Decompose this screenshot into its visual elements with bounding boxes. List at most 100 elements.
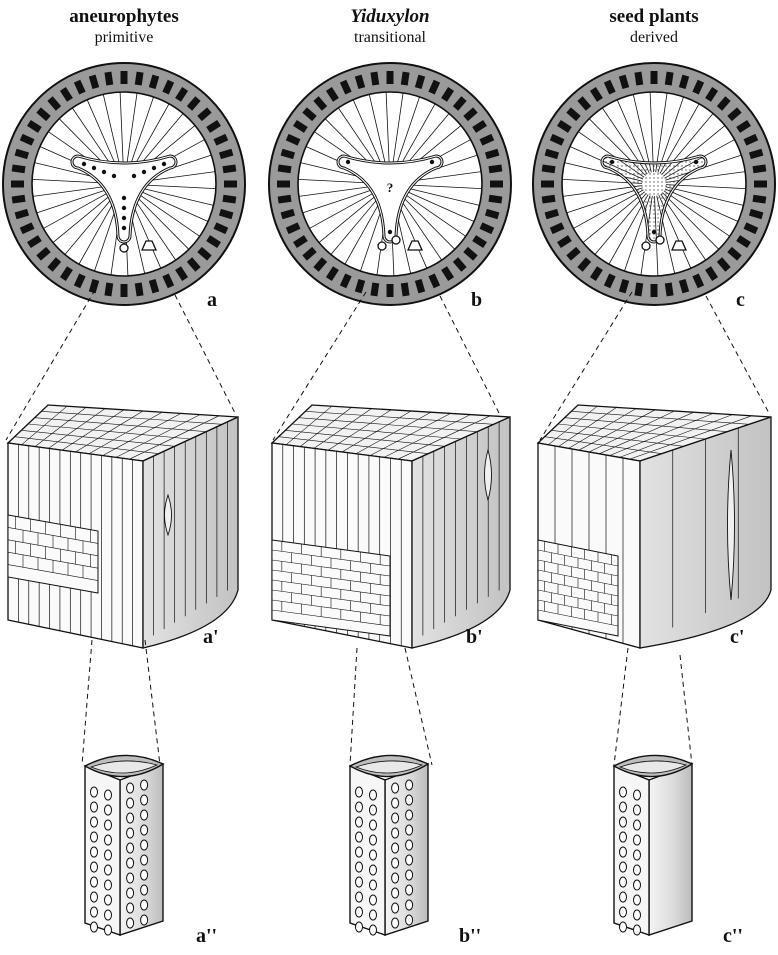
bordered-pit xyxy=(355,921,363,933)
connector-line xyxy=(174,294,237,416)
periderm-block xyxy=(280,148,296,160)
header-aneurophytes: aneurophytes primitive xyxy=(4,6,244,48)
bordered-pit xyxy=(355,846,363,858)
ray-line xyxy=(309,189,380,229)
protoxylem-dot xyxy=(161,161,167,167)
bordered-pit xyxy=(140,914,149,926)
protoxylem-dot xyxy=(609,159,615,165)
bordered-pit xyxy=(405,914,414,926)
trapezoid-mark xyxy=(406,240,424,251)
bordered-pit xyxy=(104,924,112,936)
ray-line xyxy=(663,190,730,237)
trapezoid-mark xyxy=(670,240,688,251)
bordered-pit xyxy=(619,816,627,828)
ray-spindle xyxy=(727,449,735,601)
bordered-pit xyxy=(405,779,414,791)
ray-line xyxy=(393,96,420,173)
column-subtitle: transitional xyxy=(354,29,426,46)
ray-line xyxy=(385,92,390,173)
bordered-pit xyxy=(140,854,149,866)
top-grid-line xyxy=(285,430,445,447)
protoxylem-dot xyxy=(387,229,393,235)
ray-line xyxy=(566,187,643,214)
protoxylem-dot xyxy=(693,159,699,165)
bordered-pit xyxy=(633,909,641,921)
ray-line xyxy=(135,184,216,189)
top-grid-line xyxy=(34,417,207,432)
ray-line xyxy=(86,99,120,174)
periderm-block xyxy=(134,282,144,297)
periderm-block xyxy=(313,257,328,272)
periderm-block xyxy=(88,278,100,294)
periderm-block xyxy=(285,133,301,146)
ray-line xyxy=(399,190,466,237)
bordered-pit xyxy=(369,864,377,876)
bordered-pit xyxy=(619,786,627,798)
column-subtitle: primitive xyxy=(94,29,154,46)
ray-line xyxy=(401,184,482,189)
periderm-block xyxy=(218,208,234,220)
ray-line xyxy=(36,187,113,214)
periderm-block xyxy=(664,282,674,297)
periderm-block xyxy=(692,79,705,95)
periderm-block xyxy=(88,74,100,90)
connector-line xyxy=(404,647,433,766)
connector-line xyxy=(679,654,693,766)
periderm-block xyxy=(577,257,592,272)
periderm-block xyxy=(47,257,62,272)
periderm-block xyxy=(463,107,478,122)
bordered-pit xyxy=(619,831,627,843)
label-b-double-prime: b'' xyxy=(459,925,482,947)
bordered-pit xyxy=(369,894,377,906)
periderm-block xyxy=(589,87,603,102)
ray-line xyxy=(660,193,707,261)
periderm-block xyxy=(36,107,51,122)
wood-block-c xyxy=(536,404,772,649)
periderm-block xyxy=(736,119,751,133)
column-title: Yiduxylon xyxy=(350,6,430,27)
periderm-block xyxy=(752,164,767,174)
periderm-block xyxy=(634,282,644,297)
bordered-pit xyxy=(633,819,641,831)
connector-line xyxy=(5,289,96,441)
periderm-block xyxy=(104,71,114,86)
periderm-block xyxy=(175,266,189,281)
bordered-pit xyxy=(90,801,98,813)
periderm-block xyxy=(162,273,175,289)
periderm-block xyxy=(325,266,339,281)
bordered-pit xyxy=(126,902,135,914)
ray-line xyxy=(125,92,138,173)
bordered-pit xyxy=(369,819,377,831)
periderm-block xyxy=(716,96,731,111)
ray-line xyxy=(133,190,200,237)
bordered-pit xyxy=(140,869,149,881)
ray-line xyxy=(573,189,644,229)
header-yiduxylon: Yiduxylon transitional xyxy=(270,6,510,48)
periderm-block xyxy=(557,119,572,133)
periderm-block xyxy=(736,235,751,249)
periderm-block xyxy=(488,194,503,204)
ray-row-line xyxy=(537,609,619,627)
bordered-pit xyxy=(369,909,377,921)
ray-line xyxy=(64,192,117,255)
bordered-pit xyxy=(405,884,414,896)
periderm-block xyxy=(186,96,201,111)
ray-line xyxy=(119,92,124,173)
protoxylem-dot xyxy=(121,195,127,201)
protoxylem-dot xyxy=(141,169,147,175)
bordered-pit xyxy=(369,804,377,816)
ray-line xyxy=(43,189,114,229)
protoxylem-dot xyxy=(121,215,127,221)
bordered-pit xyxy=(126,782,135,794)
periderm-block xyxy=(484,148,500,160)
periderm-block xyxy=(705,87,719,102)
ray-line xyxy=(664,188,739,222)
periderm-block xyxy=(566,107,581,122)
bordered-pit xyxy=(633,879,641,891)
bordered-pit xyxy=(391,782,400,794)
bordered-pit xyxy=(369,879,377,891)
ray-line xyxy=(562,185,643,197)
periderm-block xyxy=(484,208,500,220)
